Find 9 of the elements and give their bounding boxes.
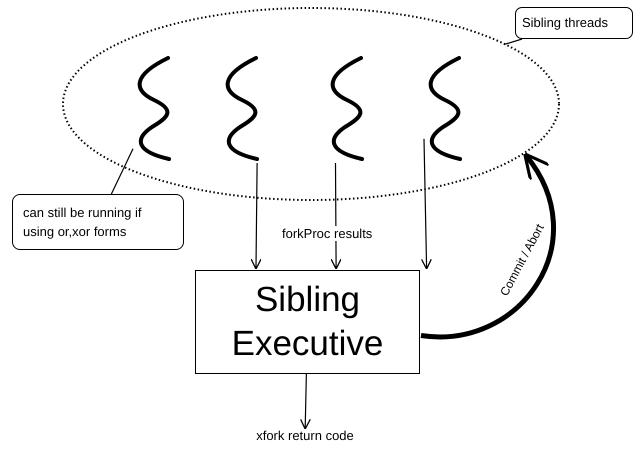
callout-text: can still be running if using or,xor forms (12, 194, 184, 250)
arrow (300, 374, 312, 430)
note-label: forkProc results (280, 226, 374, 241)
curved-arrow (420, 152, 556, 340)
arrow (420, 138, 432, 270)
callout-text: Sibling threads (515, 7, 633, 39)
arrow (250, 163, 262, 270)
output-label: xfork return code (240, 428, 370, 446)
process-box: Sibling Executive (195, 270, 420, 374)
